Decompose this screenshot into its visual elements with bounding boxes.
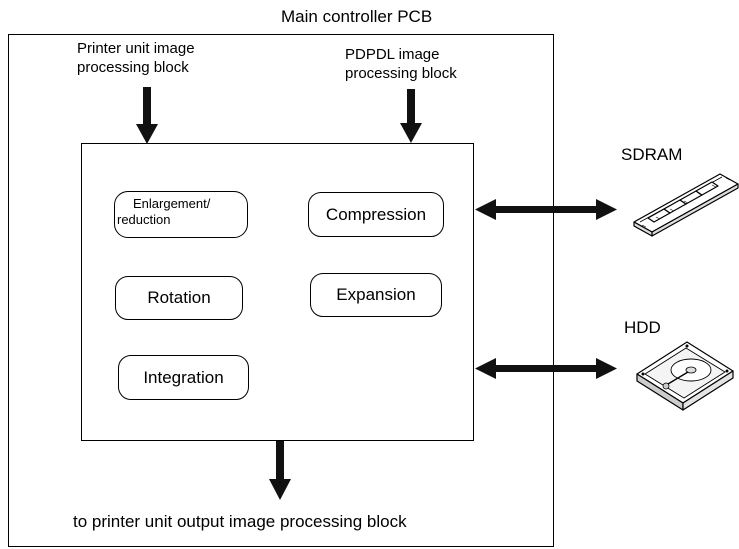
pdpdl-input-label-line1: PDPDL image <box>345 46 440 63</box>
rotation-pill: Rotation <box>115 276 243 320</box>
sdram-label: SDRAM <box>621 145 683 164</box>
pcb-title: Main controller PCB <box>281 7 433 26</box>
printer-input-arrow <box>136 87 158 144</box>
output-label: to printer unit output image processing … <box>73 512 407 531</box>
integration-pill: Integration <box>118 355 249 400</box>
pdpdl-input-arrow <box>400 89 422 143</box>
hdd-icon <box>636 341 734 411</box>
printer-input-label-line2: processing block <box>77 59 189 76</box>
pdpdl-input-label-line2: processing block <box>345 65 457 82</box>
printer-input-label-line1: Printer unit image <box>77 40 195 57</box>
enlargement-label-line1: Enlargement/ <box>133 196 211 211</box>
compression-pill: Compression <box>308 192 444 237</box>
expansion-label: Expansion <box>336 285 416 304</box>
hdd-label: HDD <box>624 318 661 337</box>
compression-label: Compression <box>325 204 427 224</box>
image-processing-box <box>81 143 474 441</box>
output-arrow <box>269 441 291 500</box>
enlargement-label-line2: reduction <box>117 212 171 227</box>
enlargement-reduction-pill: Enlargement/ reduction <box>114 191 248 238</box>
rotation-label: Rotation <box>147 288 211 307</box>
hdd-double-arrow <box>475 358 617 379</box>
main-controller-pcb-box <box>8 34 554 547</box>
sdram-module-icon <box>633 173 739 237</box>
integration-label: Integration <box>143 367 224 387</box>
sdram-double-arrow <box>475 199 617 220</box>
expansion-pill: Expansion <box>310 273 442 317</box>
